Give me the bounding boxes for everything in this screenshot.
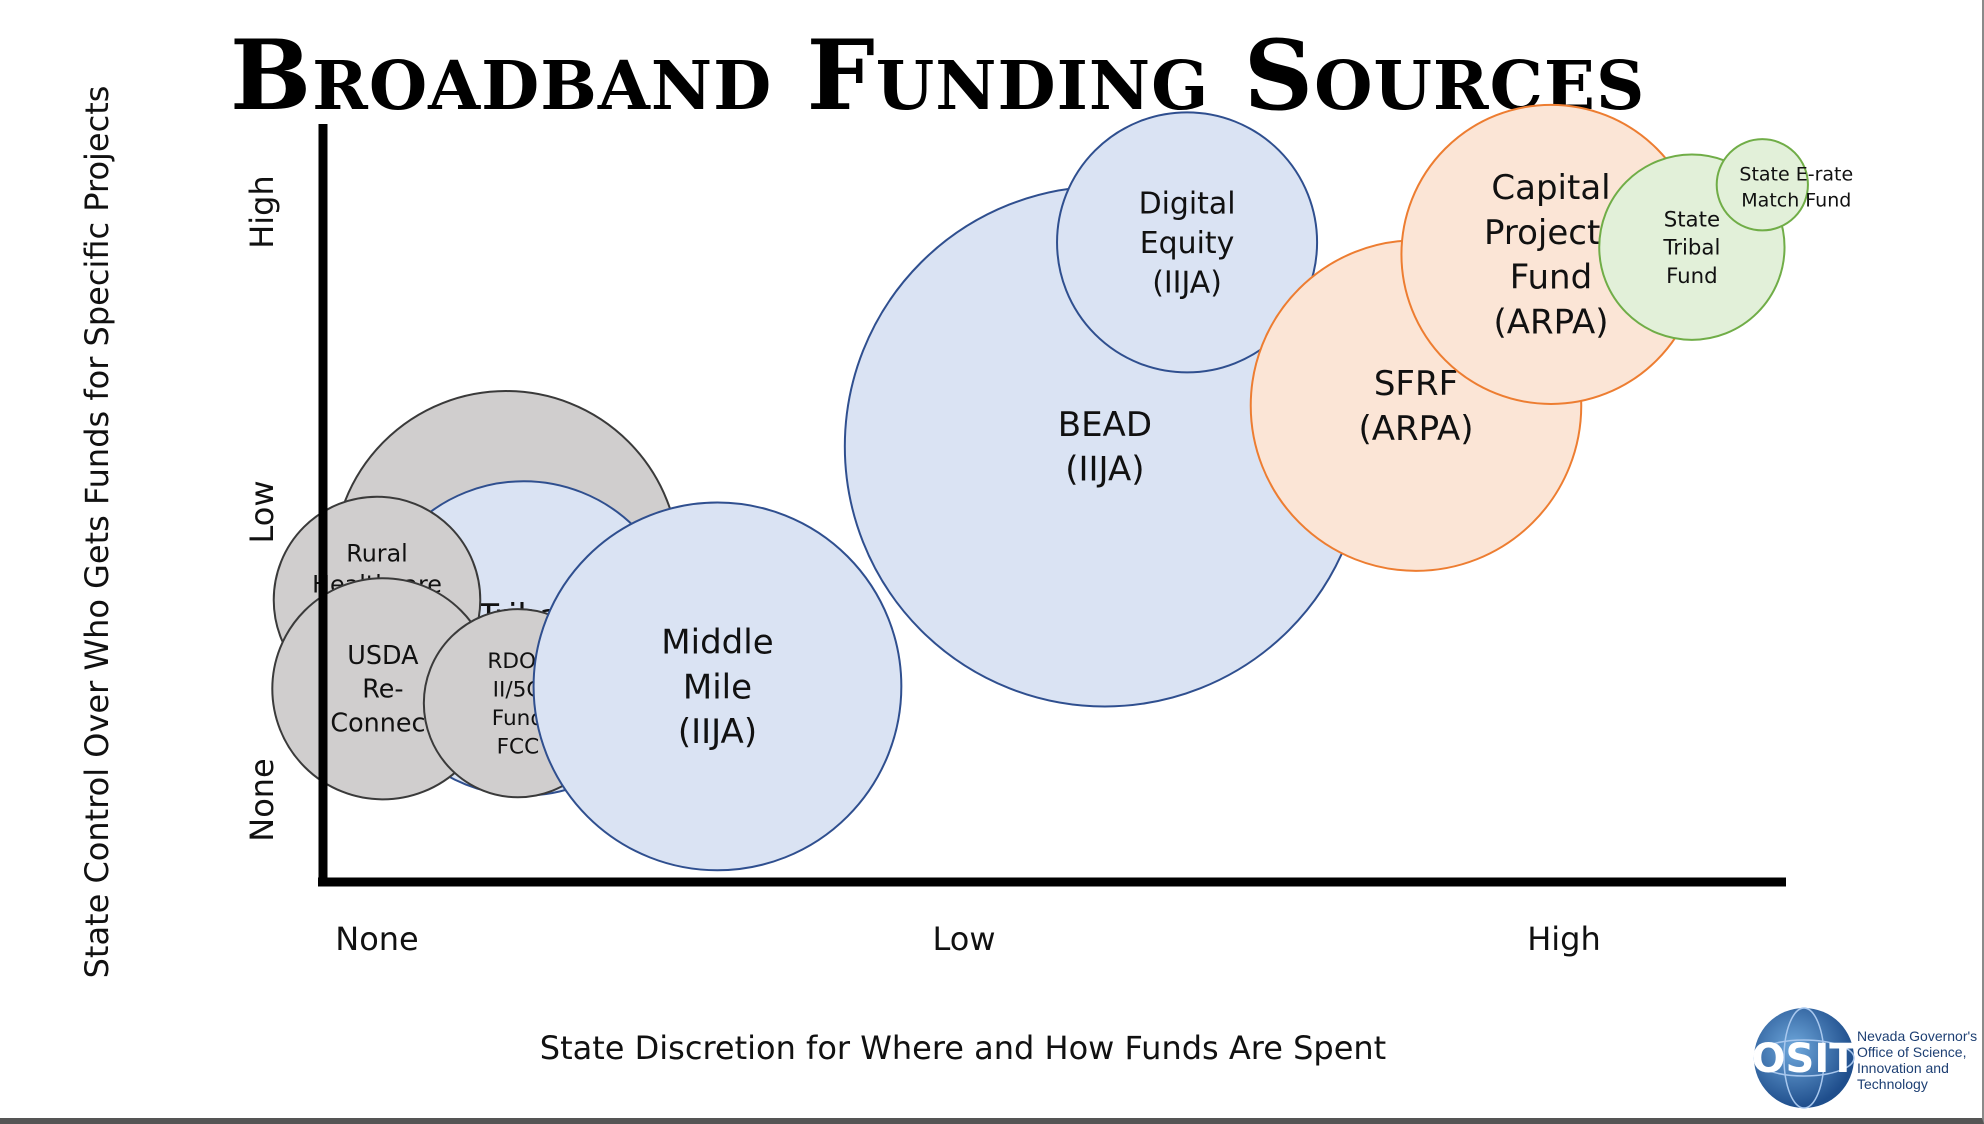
bubble-label: SFRF (ARPA) [1358,364,1473,449]
bubble-label-line: State [1664,208,1720,233]
bubble-label: BEAD (IIJA) [1058,405,1152,490]
bubble-label-line: Match Fund [1741,190,1851,212]
bubble-label-line: Equity [1140,226,1235,261]
chart-title: Broadband Funding Sources [230,19,1646,132]
bubble-label-line: (IIJA) [1152,265,1222,300]
bubble-label-line: State E-rate [1739,164,1853,186]
x-axis-title: State Discretion for Where and How Funds… [540,1029,1386,1067]
bubble-label-line: SFRF [1374,364,1458,404]
y-tick-label-none: None [243,758,281,841]
bubble-label-line: Fund [1666,264,1718,289]
bubble-label-line: FCC [497,735,540,760]
bubble-label-line: (IIJA) [1065,450,1144,490]
x-tick-label-high: High [1527,920,1601,958]
osit-logo: OSIT [1752,1007,1858,1109]
bubble-circle [1056,111,1319,374]
bubble-label-line: Rural [346,539,408,567]
bubble-label-line: Mile [683,667,752,707]
y-tick-label-low: Low [243,480,281,543]
bubble-label-line: Tribal [1662,236,1720,261]
bubble-label-line: Capital [1491,168,1610,208]
y-axis-title: State Control Over Who Gets Funds for Sp… [78,86,116,979]
bubble-label-line: BEAD [1058,405,1152,445]
bubble-label-line: (ARPA) [1494,303,1609,343]
bubble-label-line: (IIJA) [678,712,757,752]
y-tick-label-high: High [243,175,281,249]
bubble-label-line: Fund [1510,258,1592,298]
x-tick-label-low: Low [932,920,995,958]
bubble-label-line: Middle [661,622,773,662]
bubbles-layer: E-rate(FCC)BEAD(IIJA)DigitalEquity(IIJA)… [271,103,1853,872]
bubble-label-line: (ARPA) [1358,409,1473,449]
bubble-label-line: Projects [1484,213,1618,253]
bubble-circle [1715,138,1809,232]
logo-mark: OSIT [1752,1036,1858,1082]
bubble-label-line: Connect [330,707,435,737]
logo-caption: Nevada Governor's Office of Science, Inn… [1857,1028,1978,1092]
x-tick-label-none: None [335,920,418,958]
bubble-label: USDA Re-Connect [330,640,435,737]
bubble-label-line: USDA [347,640,419,670]
bubble-label-line: Digital [1139,186,1236,221]
bubble-label-line: Re- [362,674,403,704]
bubble-circle [532,501,903,872]
